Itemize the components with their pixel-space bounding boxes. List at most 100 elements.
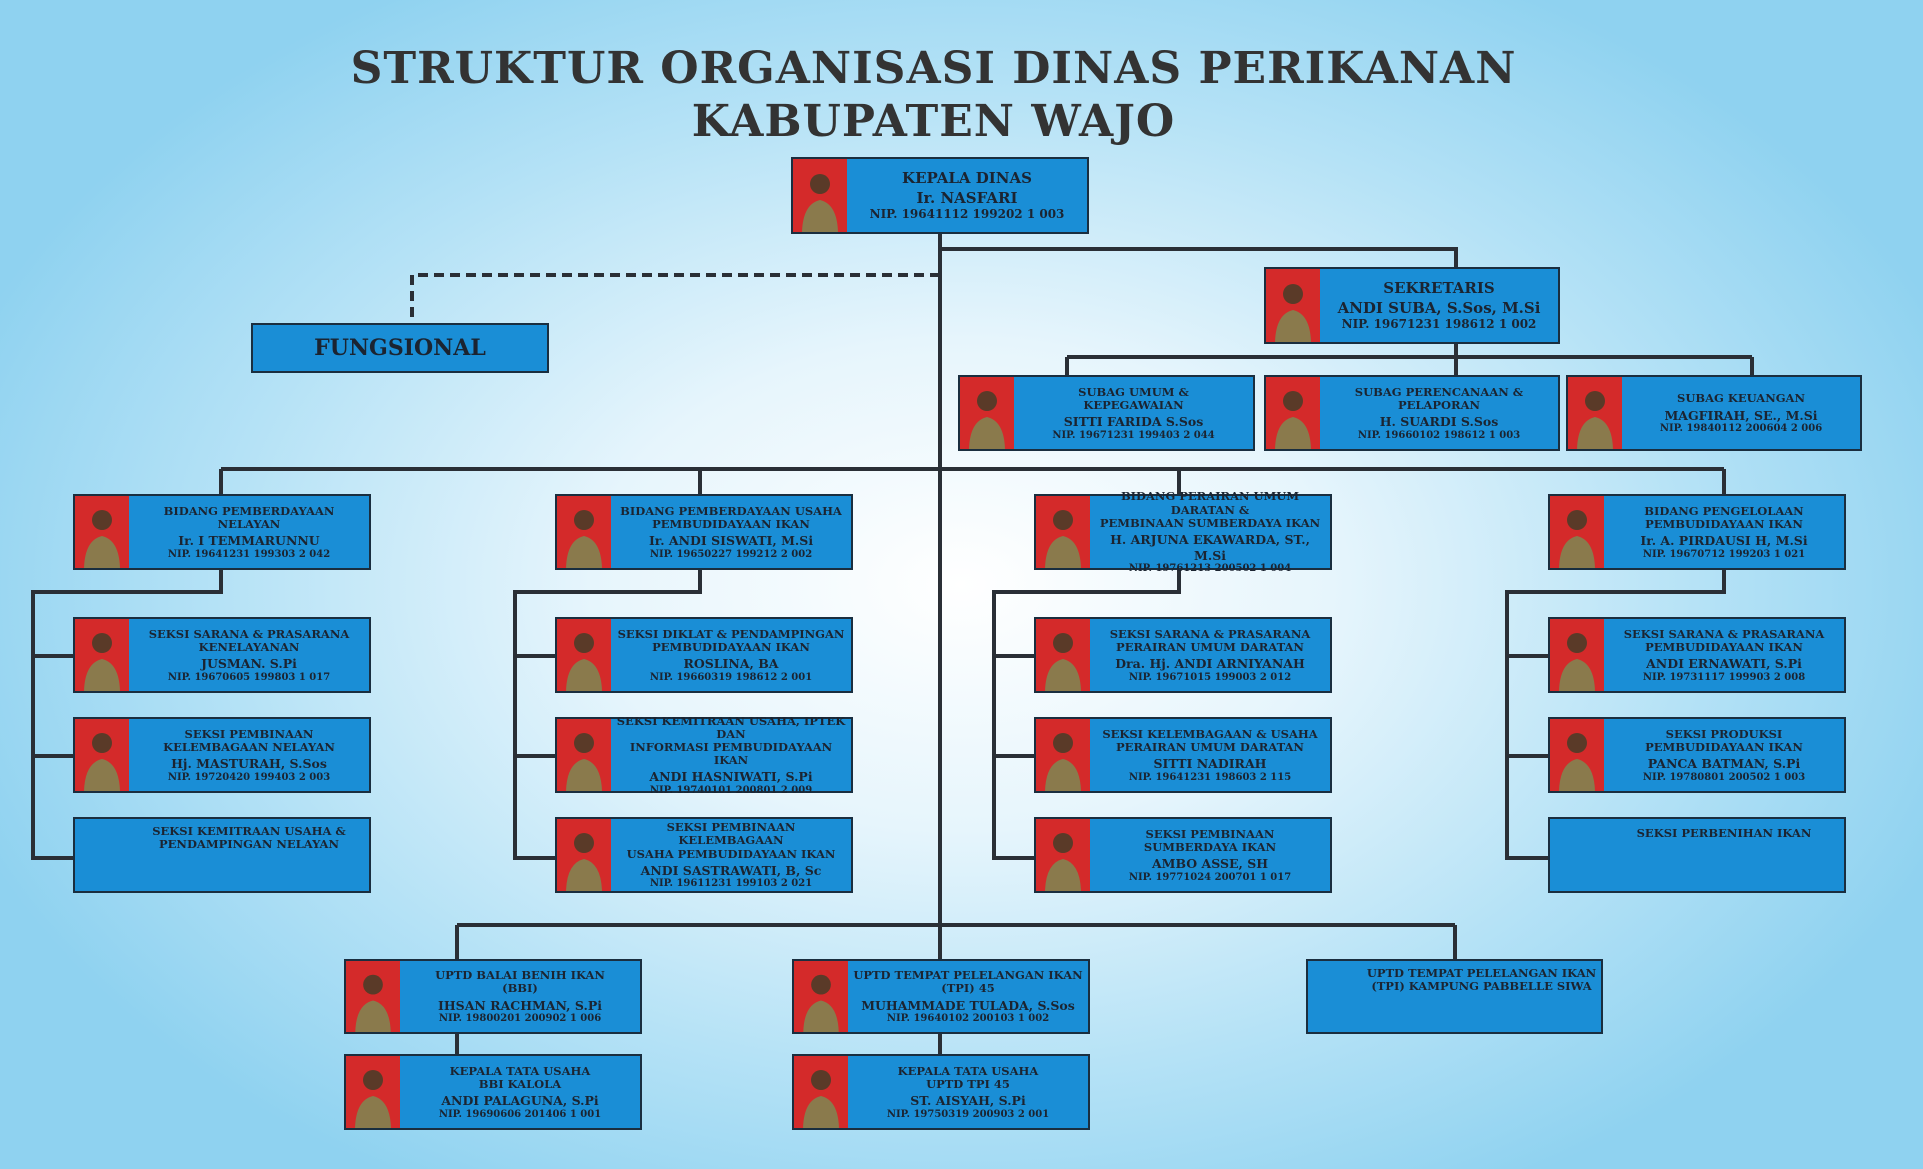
node-seksi: SEKSI PEMBINAAN KELEMBAGAAN NELAYAN Hj. … — [75, 719, 369, 791]
node-nip: NIP. 19670712 199203 1 021 — [1642, 548, 1806, 560]
node-role: SEKSI KEMITRAAN USAHA, IPTEK DAN INFORMA… — [616, 713, 846, 768]
person-photo-icon — [557, 819, 611, 891]
node-name: H. ARJUNA EKAWARDA, ST., M.Si — [1110, 531, 1310, 563]
node-name: JUSMAN. S.Pi — [201, 656, 297, 672]
node-name: ANDI HASNIWATI, S.Pi — [649, 769, 813, 785]
node-role: SEKSI DIKLAT & PENDAMPINGAN PEMBUDIDAYAA… — [617, 626, 845, 654]
node-name: ANDI SASTRAWATI, B, Sc — [640, 862, 822, 878]
node-uptd-tpi-45: UPTD TEMPAT PELELANGAN IKAN (TPI) 45 MUH… — [794, 961, 1088, 1032]
node-seksi: SEKSI PRODUKSI PEMBUDIDAYAAN IKAN PANCA … — [1550, 719, 1844, 791]
node-name: AMBO ASSE, SH — [1151, 856, 1269, 872]
node-role: SEKSI PEMBINAAN KELEMBAGAAN USAHA PEMBUD… — [626, 820, 836, 861]
node-role: SEKSI SARANA & PRASARANA KENELAYANAN — [148, 626, 350, 654]
person-photo-icon — [1266, 377, 1320, 449]
person-photo-icon — [557, 719, 611, 791]
node-name: MAGFIRAH, SE., M.Si — [1664, 407, 1818, 423]
person-photo-icon — [794, 961, 848, 1032]
node-seksi: SEKSI SARANA & PRASARANA KENELAYANAN JUS… — [75, 619, 369, 691]
node-nip: NIP. 19641231 199303 2 042 — [167, 548, 331, 560]
node-seksi: SEKSI PEMBINAAN KELEMBAGAAN USAHA PEMBUD… — [557, 819, 851, 891]
node-kepala-dinas: KEPALA DINAS Ir. NASFARI NIP. 19641112 1… — [793, 159, 1087, 232]
node-role: UPTD BALAI BENIH IKAN (BBI) — [435, 968, 605, 996]
person-photo-icon — [1036, 619, 1090, 691]
node-seksi: SEKSI PEMBINAAN SUMBERDAYA IKAN AMBO ASS… — [1036, 819, 1330, 891]
node-name: ST. AISYAH, S.Pi — [910, 1093, 1026, 1109]
node-nip: NIP. 19671231 198612 1 002 — [1341, 317, 1537, 332]
node-role: SUBAG UMUM & KEPEGAWAIAN — [1078, 384, 1189, 412]
node-nip: NIP. 19740101 200801 2 009 — [649, 785, 813, 796]
node-seksi: SEKSI PERBENIHAN IKAN — [1550, 819, 1844, 891]
node-nip: NIP. 19750319 200903 2 001 — [886, 1108, 1050, 1120]
node-role: BIDANG PEMBERDAYAAN NELAYAN — [163, 503, 335, 531]
node-nip: NIP. 19641231 198603 2 115 — [1128, 771, 1292, 783]
node-role: BIDANG PERAIRAN UMUM DARATAN & PEMBINAAN… — [1099, 489, 1321, 530]
node-nip: NIP. 19640102 200103 1 002 — [886, 1013, 1050, 1025]
node-nip: NIP. 19670605 199803 1 017 — [167, 671, 331, 683]
node-name: Dra. Hj. ANDI ARNIYANAH — [1115, 656, 1305, 672]
node-seksi: SEKSI DIKLAT & PENDAMPINGAN PEMBUDIDAYAA… — [557, 619, 851, 691]
node-nip: NIP. 19731117 199903 2 008 — [1642, 671, 1806, 683]
node-role: SUBAG KEUANGAN — [1677, 391, 1805, 406]
person-photo-icon — [793, 159, 847, 232]
node-name: MUHAMMADE TULADA, S.Sos — [861, 997, 1075, 1013]
node-bidang-pengelolaan: BIDANG PENGELOLAAN PEMBUDIDAYAAN IKAN Ir… — [1550, 496, 1844, 568]
node-nip: NIP. 19660319 198612 2 001 — [649, 671, 813, 683]
node-subag-perencanaan: SUBAG PERENCANAAN & PELAPORAN H. SUARDI … — [1266, 377, 1558, 449]
node-seksi: SEKSI SARANA & PRASARANA PERAIRAN UMUM D… — [1036, 619, 1330, 691]
person-photo-icon — [346, 1056, 400, 1128]
node-bidang-perairan-umum: BIDANG PERAIRAN UMUM DARATAN & PEMBINAAN… — [1036, 490, 1330, 574]
node-name: ANDI SUBA, S.Sos, M.Si — [1337, 299, 1541, 318]
node-role: SEKRETARIS — [1383, 279, 1495, 298]
node-name: H. SUARDI S.Sos — [1379, 414, 1499, 430]
node-role: KEPALA TATA USAHA UPTD TPI 45 — [897, 1063, 1039, 1091]
node-seksi: SEKSI KEMITRAAN USAHA, IPTEK DAN INFORMA… — [557, 714, 851, 796]
chart-title-line-1: STRUKTUR ORGANISASI DINAS PERIKANAN — [350, 43, 1517, 94]
node-name: Ir. A. PIRDAUSI H, M.Si — [1640, 533, 1808, 549]
person-photo-icon — [1036, 719, 1090, 791]
node-name: SITTI FARIDA S.Sos — [1063, 414, 1204, 430]
person-photo-icon — [346, 961, 400, 1032]
person-photo-icon — [1036, 496, 1090, 568]
person-photo-icon — [75, 496, 129, 568]
person-photo-icon — [1568, 377, 1622, 449]
node-name: Ir. ANDI SISWATI, M.Si — [648, 533, 814, 549]
chart-title-line-2: KABUPATEN WAJO — [691, 96, 1176, 147]
node-name: Ir. I TEMMARUNNU — [178, 533, 320, 549]
node-role: SEKSI SARANA & PRASARANA PEMBUDIDAYAAN I… — [1623, 626, 1825, 654]
node-role: SUBAG PERENCANAAN & PELAPORAN — [1354, 384, 1524, 412]
node-name: Hj. MASTURAH, S.Sos — [171, 756, 327, 772]
node-name: Ir. NASFARI — [916, 189, 1018, 208]
node-name: PANCA BATMAN, S.Pi — [1647, 756, 1801, 772]
node-seksi: SEKSI KEMITRAAN USAHA & PENDAMPINGAN NEL… — [75, 819, 369, 891]
person-photo-icon — [557, 496, 611, 568]
node-subag-keuangan: SUBAG KEUANGAN MAGFIRAH, SE., M.Si NIP. … — [1568, 377, 1860, 449]
node-nip: NIP. 19720420 199403 2 003 — [167, 771, 331, 783]
node-nip: NIP. 19611231 199103 2 021 — [649, 878, 813, 890]
node-nip: NIP. 19840112 200604 2 006 — [1659, 423, 1823, 435]
node-seksi: SEKSI SARANA & PRASARANA PEMBUDIDAYAAN I… — [1550, 619, 1844, 691]
node-role: SEKSI KELEMBAGAAN & USAHA PERAIRAN UMUM … — [1102, 726, 1318, 754]
node-name: IHSAN RACHMAN, S.Pi — [438, 997, 602, 1013]
node-sekretaris: SEKRETARIS ANDI SUBA, S.Sos, M.Si NIP. 1… — [1266, 269, 1558, 342]
node-bidang-pemberdayaan-usaha: BIDANG PEMBERDAYAAN USAHA PEMBUDIDAYAAN … — [557, 496, 851, 568]
node-role: KEPALA DINAS — [902, 169, 1032, 188]
node-role: BIDANG PENGELOLAAN PEMBUDIDAYAAN IKAN — [1644, 503, 1804, 531]
node-role: SEKSI KEMITRAAN USAHA & PENDAMPINGAN NEL… — [152, 824, 346, 852]
node-name: ANDI PALAGUNA, S.Pi — [441, 1093, 599, 1109]
node-role: FUNGSIONAL — [314, 334, 486, 361]
node-nip: NIP. 19690606 201406 1 001 — [438, 1108, 602, 1120]
node-subag-umum: SUBAG UMUM & KEPEGAWAIAN SITTI FARIDA S.… — [960, 377, 1253, 449]
node-tata-usaha-tpi: KEPALA TATA USAHA UPTD TPI 45 ST. AISYAH… — [794, 1056, 1088, 1128]
node-nip: NIP. 19671015 199003 2 012 — [1128, 671, 1292, 683]
person-photo-icon — [75, 719, 129, 791]
node-nip: NIP. 19780801 200502 1 003 — [1642, 771, 1806, 783]
person-photo-icon — [1036, 819, 1090, 891]
node-bidang-pemberdayaan-nelayan: BIDANG PEMBERDAYAAN NELAYAN Ir. I TEMMAR… — [75, 496, 369, 568]
person-photo-icon — [1550, 619, 1604, 691]
node-role: KEPALA TATA USAHA BBI KALOLA — [449, 1063, 591, 1091]
node-uptd-tpi-pabbelle-siwa: UPTD TEMPAT PELELANGAN IKAN (TPI) KAMPUN… — [1308, 961, 1601, 1032]
node-tata-usaha-bbi: KEPALA TATA USAHA BBI KALOLA ANDI PALAGU… — [346, 1056, 640, 1128]
node-name: ROSLINA, BA — [683, 656, 779, 672]
